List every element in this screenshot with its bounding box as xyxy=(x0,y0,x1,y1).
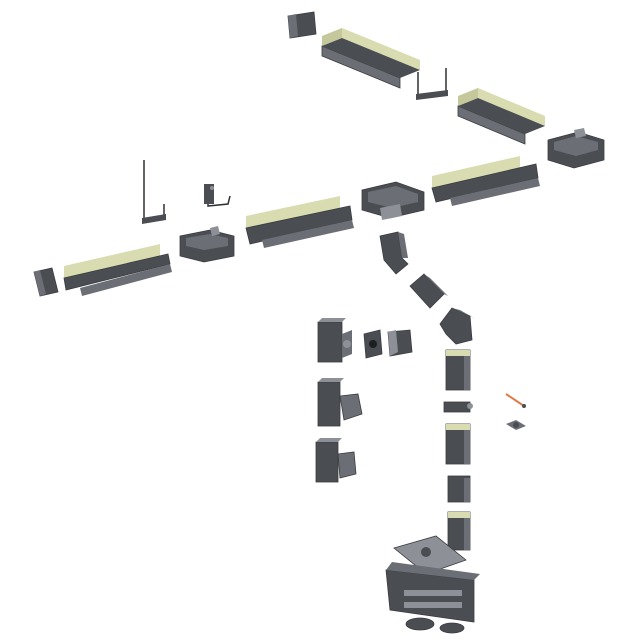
rainwater-tank xyxy=(385,535,480,634)
gutter-section-center xyxy=(245,196,354,248)
branch-tee-straight xyxy=(315,438,357,483)
gutter-hanger-bracket-top xyxy=(416,68,448,100)
gutter-section-top-right xyxy=(457,88,545,145)
inspection-cap xyxy=(387,329,413,357)
gutter-section-top-long xyxy=(321,28,420,89)
downpipe-section-2 xyxy=(445,423,471,465)
downpipe-offset-section xyxy=(409,273,448,309)
gutter-end-cap-top xyxy=(287,11,317,39)
inspection-gasket xyxy=(363,329,383,359)
gutter-fascia-bracket-long xyxy=(142,160,166,224)
downpipe-elbow-bottom xyxy=(439,307,474,345)
gutter-joint-union xyxy=(179,226,235,263)
gutter-outlet-junction xyxy=(361,181,425,220)
fixing-wing-nut xyxy=(506,420,526,430)
gutter-section-right xyxy=(431,156,540,206)
downpipe-socket xyxy=(447,475,471,503)
downpipe-clip-1 xyxy=(443,401,473,413)
gutter-hanger-bracket-small xyxy=(204,184,231,207)
gutter-end-cap-left xyxy=(33,267,59,297)
gutter-corner-top-right xyxy=(547,128,605,169)
branch-tee-angled xyxy=(317,378,363,427)
downpipe-elbow-top xyxy=(379,231,409,275)
branch-tee-inspection xyxy=(317,318,352,363)
downpipe-section-3 xyxy=(447,511,471,551)
fixing-pin xyxy=(505,393,526,408)
gutter-section-left xyxy=(63,244,172,296)
downpipe-section-1 xyxy=(445,349,471,391)
